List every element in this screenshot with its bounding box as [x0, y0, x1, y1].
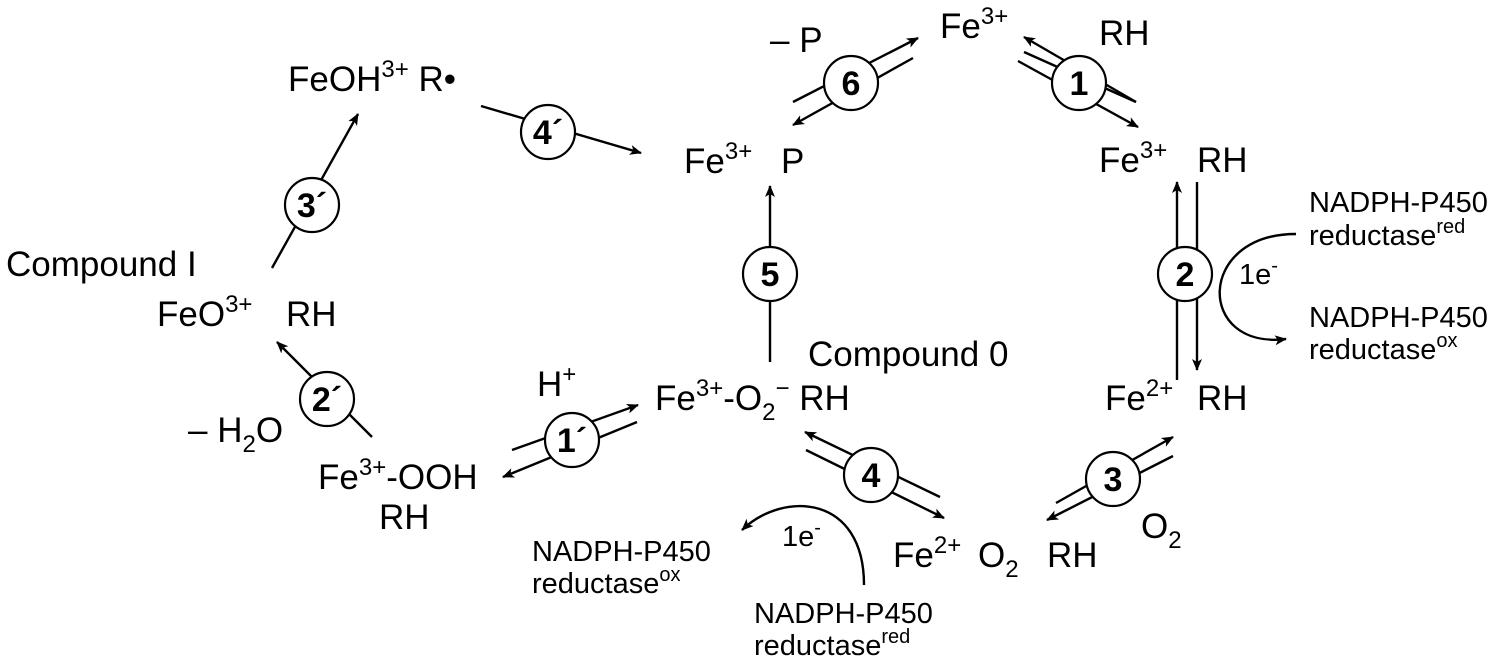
- step-2-marker: 2: [1156, 245, 1214, 303]
- feoh-radical-label: FeOH3+ R•: [288, 56, 456, 99]
- step-4-marker: 4: [842, 446, 900, 504]
- right-reductase-red-line2: reductasered: [1309, 216, 1465, 252]
- step-1-prime-marker: 1´: [543, 411, 601, 469]
- feo-compound-i-label: FeO3+RH: [157, 291, 337, 334]
- step-2-prime-marker: 2´: [298, 370, 356, 428]
- fe3-substrate-complex-label: Fe3+RH: [1099, 137, 1248, 180]
- right-reductase-curved-arrow: [1218, 232, 1297, 346]
- bottom-reductase-red-line2: reductasered: [754, 626, 910, 662]
- svg-text:4´: 4´: [533, 114, 563, 152]
- bottom-reductase-curved-arrow: [741, 504, 866, 586]
- fe3-hydroperoxo-rh-label: RH: [379, 498, 430, 537]
- step-1-marker: 1: [1050, 54, 1108, 112]
- dioxygen-label: O2: [1141, 507, 1182, 554]
- step-5-marker: 5: [741, 245, 799, 303]
- bottom-electron-label: 1e-: [782, 517, 821, 553]
- svg-text:3: 3: [1104, 461, 1123, 499]
- svg-text:2´: 2´: [312, 381, 342, 419]
- fe3-hydroperoxo-label: Fe3+-OOH: [318, 454, 478, 497]
- svg-text:6: 6: [842, 65, 861, 103]
- substrate-rh-label: RH: [1099, 14, 1150, 53]
- bottom-reductase-ox-line2: reductaseox: [532, 564, 680, 600]
- bottom-reductase-ox-line1: NADPH-P450: [532, 536, 711, 568]
- bottom-reductase-red-line1: NADPH-P450: [754, 598, 933, 630]
- svg-text:2: 2: [1176, 256, 1195, 294]
- svg-text:5: 5: [761, 256, 780, 294]
- svg-text:4: 4: [862, 457, 881, 495]
- right-reductase-red-line1: NADPH-P450: [1309, 187, 1488, 219]
- right-reductase-ox-line1: NADPH-P450: [1309, 302, 1488, 334]
- fe3-superoxo-label: Fe3+-O2− RH: [655, 375, 850, 426]
- svg-text:3´: 3´: [297, 187, 327, 225]
- step-3-prime-marker: 3´: [283, 176, 341, 234]
- water-loss-label: – H2O: [188, 411, 283, 458]
- fe3-product-complex-label: Fe3+P: [684, 138, 804, 181]
- product-release-label: – P: [770, 21, 823, 60]
- fe3-resting-state-label: Fe3+: [940, 3, 1008, 46]
- right-electron-label: 1e-: [1239, 255, 1278, 291]
- compound-0-title: Compound 0: [808, 335, 1008, 374]
- step-6-marker: 6: [822, 54, 880, 112]
- step-3-marker: 3: [1084, 450, 1142, 508]
- fe2-substrate-complex-label: Fe2+RH: [1105, 375, 1248, 418]
- right-reductase-ox-line2: reductaseox: [1309, 330, 1457, 366]
- compound-i-title: Compound I: [6, 245, 197, 284]
- svg-text:1: 1: [1070, 65, 1089, 103]
- svg-text:1´: 1´: [557, 422, 587, 460]
- step-4-prime-marker: 4´: [519, 103, 577, 161]
- proton-label: H+: [537, 361, 576, 404]
